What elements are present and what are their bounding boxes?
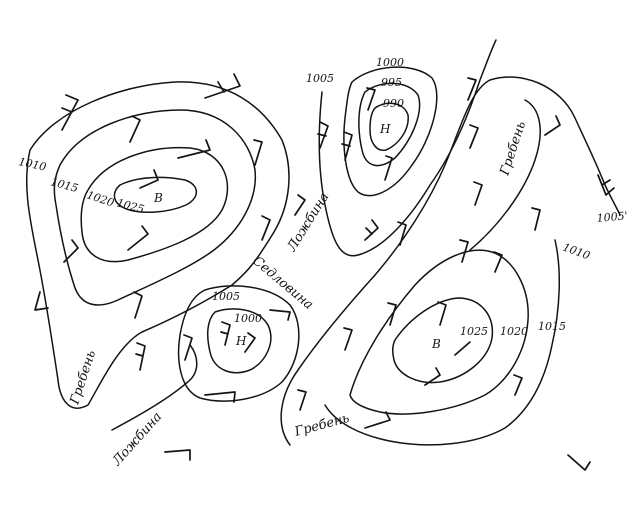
isobar-label: 1020	[85, 188, 116, 209]
isobar-1000-central	[206, 308, 272, 374]
wind-barb	[133, 291, 143, 319]
wind-barb	[567, 454, 591, 471]
wind-barb	[387, 302, 397, 326]
wind-barb	[364, 219, 379, 241]
wind-barb	[343, 327, 353, 351]
wind-barb	[244, 332, 256, 353]
isobar-1015-ne	[469, 99, 541, 251]
isobar-1025-east	[391, 297, 494, 384]
isobar-label: 1010	[17, 155, 47, 174]
ridge-label: Гребень	[292, 411, 351, 440]
isobar-1010-central	[111, 344, 198, 431]
wind-barb	[366, 87, 376, 111]
isobars-north-low	[318, 39, 497, 257]
wind-barb	[544, 115, 561, 136]
wind-barb	[317, 121, 329, 149]
wind-barb	[454, 341, 471, 356]
isobar-1005-north	[318, 39, 497, 257]
wind-barb	[63, 239, 79, 263]
isobar-1020-west	[80, 146, 229, 263]
wind-barb	[177, 139, 211, 159]
isobar-label: 995	[381, 76, 402, 89]
wind-barb	[294, 194, 306, 216]
wind-barb	[467, 77, 477, 101]
isobar-1025-west	[113, 176, 198, 214]
wind-barb	[204, 391, 236, 403]
low-center-marker: H	[235, 334, 247, 348]
wind-barb	[341, 131, 353, 161]
wind-barb	[364, 411, 391, 429]
wind-barb	[61, 94, 79, 131]
wind-barb	[459, 239, 469, 263]
isobar-label: 1015	[538, 320, 566, 333]
wind-barb	[261, 215, 271, 241]
isobar-label: 1010	[561, 241, 592, 263]
isobar-1015-east	[324, 239, 560, 446]
isobar-1010-east	[280, 76, 621, 446]
wind-barb	[297, 389, 307, 411]
wind-barb	[437, 301, 447, 326]
isobar-label: 1025	[460, 325, 488, 338]
wind-barb	[469, 124, 479, 149]
wind-barb	[220, 321, 231, 346]
ridge-label: Гребень	[497, 119, 529, 178]
wind-barb	[164, 449, 191, 461]
ridge-label: Гребень	[67, 348, 99, 407]
wind-barb	[129, 115, 141, 143]
isobar-label: 1005	[212, 290, 240, 303]
wind-barb	[473, 181, 483, 206]
wind-barb	[127, 225, 149, 251]
high-center-marker: B	[153, 191, 163, 205]
isobar-label: 1000	[376, 56, 404, 69]
isobar-995-north	[358, 82, 421, 167]
wind-barbs	[34, 73, 615, 471]
wind-barb	[139, 169, 159, 189]
low-center-marker: H	[379, 122, 391, 136]
wind-barb	[397, 221, 407, 246]
wind-barb	[424, 367, 441, 386]
isobar-label: 1005	[306, 72, 334, 85]
wind-barb	[513, 374, 523, 396]
isobar-label: 1025	[115, 196, 145, 216]
wind-barb	[269, 309, 291, 321]
pressure-centers: B H H B	[153, 122, 441, 351]
isobar-1015-west	[53, 109, 257, 306]
wind-barb	[135, 342, 146, 371]
isobar-1020-east	[349, 249, 529, 415]
isobars-central-low	[111, 285, 300, 431]
isobar-label: 1020	[500, 325, 528, 338]
trough-label: Ложбина	[109, 410, 165, 470]
isobar-990-north	[369, 102, 409, 151]
wind-barb	[597, 174, 615, 196]
wind-barb	[253, 139, 263, 166]
isobar-labels: 1010 1015 1020 1025 1005 1000 995 990 10…	[17, 56, 628, 338]
wind-barb	[384, 155, 393, 181]
trough-label: Ложбина	[284, 190, 332, 255]
isobar-label: 990	[383, 97, 404, 110]
wind-barb	[204, 73, 241, 99]
wind-barb	[531, 207, 541, 231]
isobar-label: 1000	[234, 312, 262, 325]
wind-barb	[183, 334, 193, 361]
wind-barb	[34, 291, 49, 311]
wind-barb	[493, 251, 503, 273]
isobar-1000-north	[343, 66, 438, 197]
high-center-marker: B	[431, 337, 441, 351]
isobars-east-high	[280, 76, 621, 446]
isobar-1005-central	[177, 285, 300, 402]
isobar-label: 1005'	[596, 209, 628, 225]
col-label: Седловина	[249, 254, 316, 313]
isobars-west-high	[25, 81, 290, 409]
isobar-1010-west	[25, 81, 290, 409]
